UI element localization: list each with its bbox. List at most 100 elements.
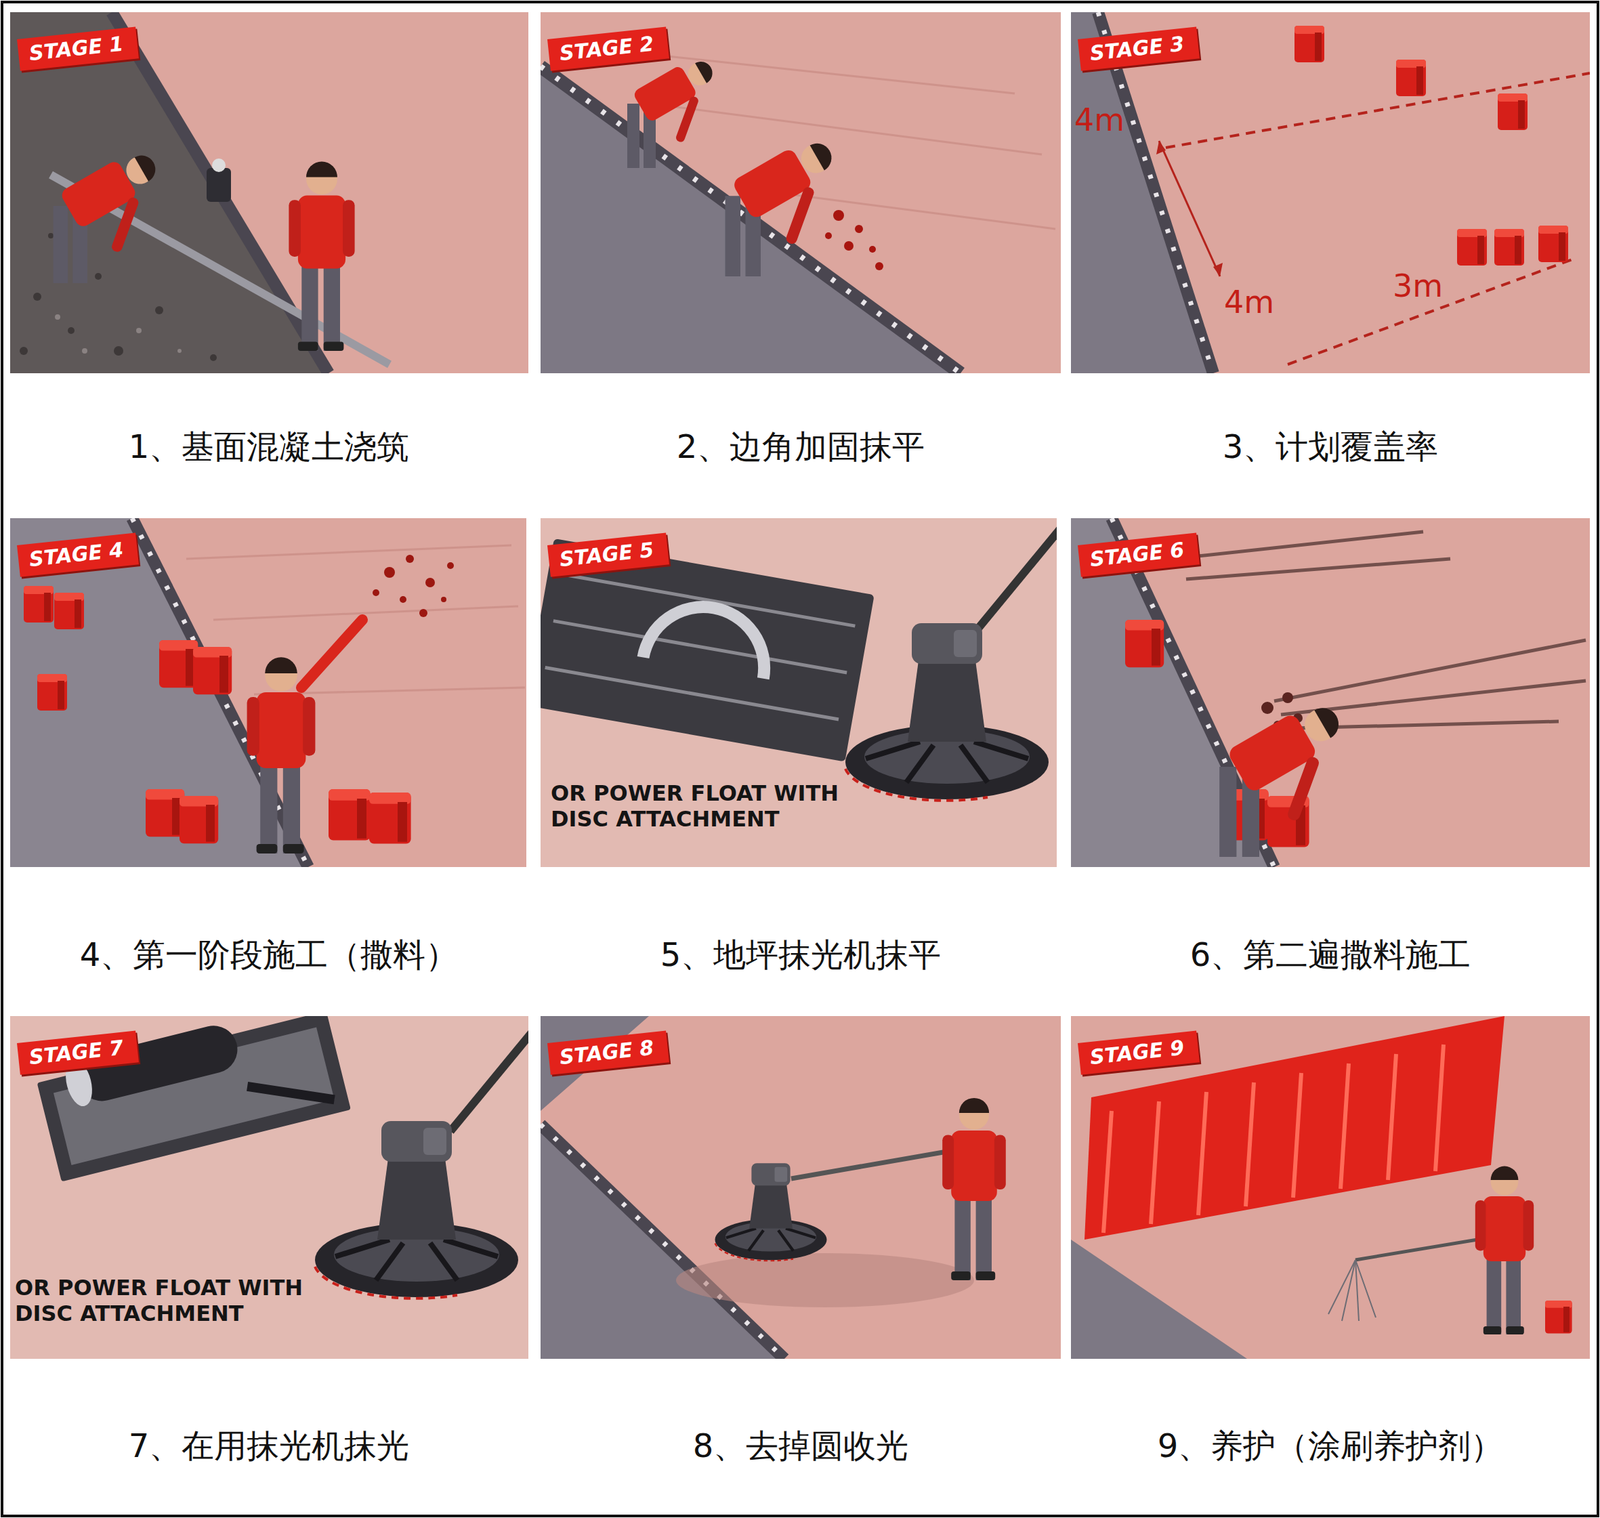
illustration-shape xyxy=(1084,1016,1505,1240)
illustration-shape xyxy=(825,209,884,271)
stage-label: STAGE 5 xyxy=(558,537,655,572)
illustration-shape xyxy=(1261,701,1274,714)
illustration-shape xyxy=(33,997,351,1182)
illustration-shape xyxy=(425,577,435,588)
stage-label: STAGE 1 xyxy=(27,31,124,66)
illustration-shape xyxy=(676,1253,975,1308)
step-caption: 5、地坪抹光机抹平 xyxy=(660,933,942,977)
illustration-shape xyxy=(1172,531,1586,729)
illustration-shape xyxy=(247,1066,335,1120)
illustration-shape xyxy=(869,245,876,253)
illustration-shape xyxy=(1219,695,1373,857)
illustration-shape xyxy=(10,12,529,374)
panel-8-art xyxy=(540,1016,1061,1359)
illustration-shape xyxy=(54,592,84,630)
illustration-shape xyxy=(1545,1300,1573,1334)
illustration-shape xyxy=(1070,518,1590,868)
illustration-shape xyxy=(1070,1239,1248,1359)
illustration-shape xyxy=(1497,93,1528,131)
illustration-shape xyxy=(845,623,1049,801)
illustration-shape xyxy=(1328,1259,1356,1315)
illustration-shape xyxy=(1387,1054,1397,1181)
illustration-shape xyxy=(561,574,855,626)
illustration-shape xyxy=(833,209,845,221)
step-caption: 6、第二遍撒料施工 xyxy=(1190,933,1472,977)
illustration-shape xyxy=(715,1163,828,1261)
illustration-shape xyxy=(1274,640,1586,702)
illustration-shape xyxy=(111,12,329,374)
step-caption: 9、养护（涂刷养护剂） xyxy=(1157,1424,1504,1468)
illustration-shape xyxy=(209,354,217,362)
dimension-label: 3m xyxy=(1392,267,1443,305)
illustration-shape xyxy=(372,589,380,597)
illustration-shape xyxy=(33,292,42,301)
illustration-shape xyxy=(545,574,856,720)
illustration-shape xyxy=(1282,692,1294,704)
illustration-shape xyxy=(1186,558,1451,580)
illustration-shape xyxy=(1396,59,1426,97)
illustration-shape xyxy=(440,596,447,603)
illustration-shape xyxy=(54,314,182,354)
illustration-shape xyxy=(54,314,61,320)
illustration-shape xyxy=(1150,1101,1160,1225)
illustration-shape xyxy=(186,545,512,559)
illustration-shape xyxy=(1213,262,1223,277)
panel-3-art xyxy=(1070,10,1590,374)
illustration-shape xyxy=(854,224,863,234)
step-caption: 2、边角加固抹平 xyxy=(676,425,926,469)
illustration-shape xyxy=(19,346,28,355)
stage-label: STAGE 9 xyxy=(1088,1035,1185,1069)
illustration-shape xyxy=(288,161,355,351)
illustration-shape xyxy=(179,795,219,844)
illustration-shape xyxy=(1538,225,1569,263)
illustration-shape xyxy=(1198,1091,1207,1216)
step-caption: 7、在用抹光机抹光 xyxy=(128,1424,410,1468)
illustration-shape xyxy=(206,167,231,202)
illustration-shape xyxy=(1165,73,1590,148)
illustration-shape xyxy=(384,566,395,578)
illustration-shape xyxy=(1103,1110,1112,1233)
illustration-shape xyxy=(301,619,363,688)
equipment-note: OR POWER FLOAT WITH DISC ATTACHMENT xyxy=(14,1274,327,1328)
illustration-shape xyxy=(1098,12,1590,374)
illustration-shape xyxy=(1103,1044,1444,1233)
illustration-shape xyxy=(1355,1259,1376,1318)
illustration-shape xyxy=(1341,1259,1356,1321)
step-caption: 8、去掉圆收光 xyxy=(692,1424,910,1468)
stage-label: STAGE 3 xyxy=(1088,31,1185,66)
illustration-shape xyxy=(540,66,961,374)
illustration-shape xyxy=(81,348,88,354)
illustration-shape xyxy=(53,144,185,284)
illustration-shape xyxy=(942,1098,1006,1281)
illustration-shape xyxy=(540,1016,1061,1359)
illustration-shape xyxy=(1293,1072,1302,1198)
illustration-shape xyxy=(1125,619,1164,668)
illustration-shape xyxy=(1328,1259,1376,1321)
illustration-shape xyxy=(94,272,102,280)
illustration-shape xyxy=(37,674,68,711)
illustration-shape xyxy=(791,1151,947,1179)
illustration-shape xyxy=(1156,140,1166,155)
illustration-shape xyxy=(113,346,124,356)
illustration-shape xyxy=(111,12,529,374)
illustration-shape xyxy=(540,12,1061,374)
illustration-shape xyxy=(1245,1082,1254,1207)
dimension-label: 4m xyxy=(1224,283,1275,321)
illustration-shape xyxy=(212,158,226,173)
step-caption: 4、第一阶段施工（撒料） xyxy=(79,933,459,977)
illustration-shape xyxy=(545,667,839,720)
illustration-shape xyxy=(10,518,527,868)
illustration-shape xyxy=(1111,518,1590,868)
illustration-shape xyxy=(405,554,414,563)
stage-label: STAGE 6 xyxy=(1088,537,1185,572)
illustration-shape xyxy=(1475,1166,1534,1335)
illustration-shape xyxy=(1340,1063,1349,1189)
illustration-shape xyxy=(676,107,1042,155)
illustration-shape xyxy=(643,597,775,679)
panel-1-art xyxy=(10,12,529,374)
illustration-shape xyxy=(48,233,54,239)
stage-label: STAGE 7 xyxy=(27,1035,124,1069)
illustration-shape xyxy=(450,1016,546,1132)
step-caption: 3、计划覆盖率 xyxy=(1222,425,1439,469)
illustration-shape xyxy=(145,789,185,837)
